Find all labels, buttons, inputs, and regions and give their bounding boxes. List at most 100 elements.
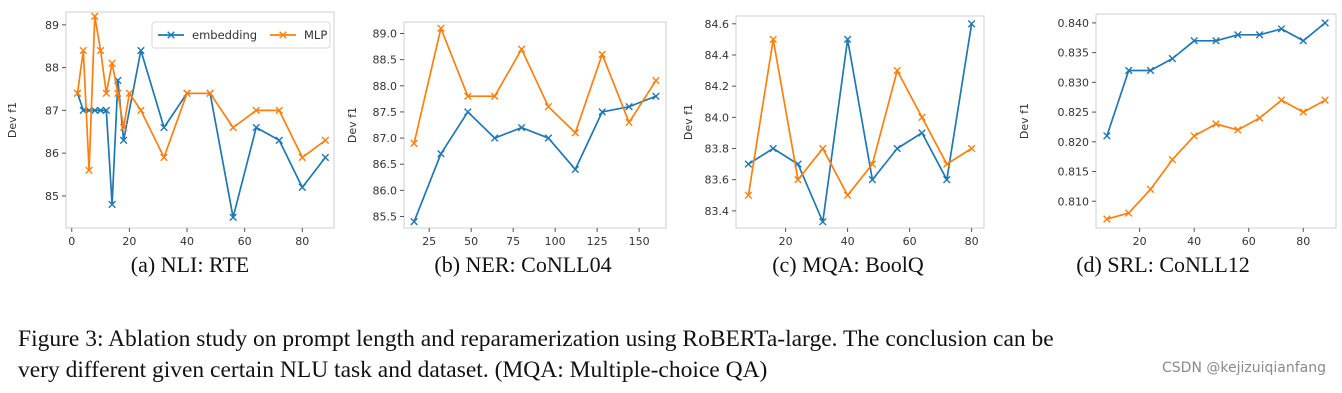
plot-frame — [403, 21, 667, 229]
data-point-embedding — [843, 35, 852, 44]
legend-box — [151, 21, 331, 49]
y-tick-label: 88 — [45, 62, 59, 75]
data-point-mlp — [321, 136, 330, 145]
x-tick-label: 80 — [295, 235, 309, 248]
data-point-embedding — [967, 19, 976, 28]
data-point-mlp — [943, 160, 951, 168]
subfigure-caption-c: (c) MQA: BoolQ — [772, 252, 924, 277]
data-point-mlp — [410, 139, 418, 148]
data-point-embedding — [893, 144, 901, 153]
data-point-mlp — [275, 106, 284, 115]
series-line-mlp — [1106, 99, 1326, 220]
subfigure-caption-a: (a) NLI: RTE — [130, 252, 250, 277]
data-point-mlp — [1255, 114, 1264, 122]
data-point-embedding — [769, 144, 777, 153]
data-point-embedding — [943, 175, 951, 184]
x-tick-label: 25 — [422, 235, 436, 248]
data-point-mlp — [490, 92, 499, 101]
y-tick-label: 86.0 — [373, 184, 398, 197]
y-axis-label: Dev f1 — [1018, 103, 1031, 139]
data-point-mlp — [819, 144, 827, 153]
x-tick-label: 60 — [903, 235, 917, 248]
y-tick-label: 89.0 — [373, 28, 398, 41]
data-point-mlp — [79, 46, 88, 55]
data-point-embedding — [437, 149, 445, 158]
data-point-embedding — [1212, 36, 1220, 45]
data-point-embedding — [1277, 25, 1286, 33]
x-tick-label: 80 — [1296, 235, 1310, 248]
data-point-mlp — [1321, 96, 1329, 104]
y-axis-label: Dev f1 — [682, 104, 695, 140]
series-line-embedding — [413, 95, 657, 223]
data-point-embedding — [96, 106, 105, 115]
y-tick-label: 0.810 — [1058, 195, 1090, 208]
y-tick-label: 0.840 — [1058, 17, 1090, 30]
data-point-embedding — [1146, 66, 1155, 75]
subfigure-caption-b: (b) NER: CoNLL04 — [434, 252, 612, 277]
y-tick-label: 0.815 — [1058, 166, 1090, 179]
data-point-mlp — [229, 123, 237, 132]
data-point-mlp — [744, 191, 753, 200]
data-point-embedding — [91, 106, 99, 115]
plot-frame — [735, 15, 985, 229]
legend-label-embedding: embedding — [192, 28, 257, 42]
y-tick-label: 84.2 — [705, 80, 730, 93]
x-tick-label: 20 — [122, 235, 136, 248]
data-point-mlp — [206, 89, 214, 98]
data-point-embedding — [744, 160, 753, 168]
data-point-mlp — [517, 45, 526, 53]
data-point-mlp — [1234, 126, 1242, 134]
data-point-mlp — [1168, 155, 1177, 164]
x-tick-label: 80 — [965, 235, 979, 248]
data-point-mlp — [114, 89, 122, 98]
data-point-embedding — [298, 183, 307, 192]
x-tick-label: 60 — [1242, 235, 1256, 248]
data-point-embedding — [108, 200, 116, 209]
data-point-mlp — [464, 92, 472, 101]
data-point-mlp — [108, 59, 116, 68]
y-tick-label: 88.5 — [373, 54, 398, 67]
y-tick-label: 83.6 — [705, 174, 730, 187]
x-tick-label: 0 — [68, 235, 75, 248]
y-axis-label: Dev f1 — [346, 107, 359, 143]
data-point-embedding — [868, 175, 877, 184]
data-point-mlp — [1103, 215, 1111, 223]
data-point-mlp — [843, 191, 852, 200]
data-point-embedding — [918, 129, 926, 137]
x-tick-label: 125 — [587, 235, 608, 248]
y-tick-label: 84.4 — [705, 49, 730, 62]
data-point-mlp — [598, 50, 606, 59]
y-tick-label: 85.5 — [373, 210, 398, 223]
data-point-embedding — [571, 165, 580, 174]
data-point-mlp — [1124, 209, 1133, 217]
x-tick-label: 50 — [464, 235, 478, 248]
data-point-embedding — [102, 106, 111, 115]
y-tick-label: 86 — [45, 147, 59, 160]
data-point-mlp — [183, 89, 191, 98]
y-tick-label: 84.6 — [705, 18, 730, 31]
data-point-mlp — [119, 123, 128, 132]
y-tick-label: 0.830 — [1058, 76, 1090, 89]
data-point-mlp — [96, 46, 105, 55]
x-tick-label: 100 — [545, 235, 566, 248]
plot-frame — [65, 11, 335, 229]
data-point-embedding — [544, 134, 553, 142]
y-tick-label: 84.0 — [705, 111, 730, 124]
data-point-embedding — [137, 46, 145, 55]
y-tick-label: 83.4 — [705, 205, 730, 218]
data-point-embedding — [119, 136, 128, 145]
data-point-mlp — [85, 166, 93, 175]
caption-line-2: very different given certain NLU task an… — [18, 357, 768, 383]
data-point-mlp — [625, 118, 633, 127]
y-tick-label: 0.835 — [1058, 47, 1090, 60]
caption-line-1: Figure 3: Ablation study on prompt lengt… — [18, 326, 1054, 352]
data-point-embedding — [517, 123, 526, 132]
y-tick-label: 87.0 — [373, 132, 398, 145]
data-point-embedding — [321, 153, 330, 162]
data-point-mlp — [160, 153, 168, 162]
figure-caption: Figure 3: Ablation study on prompt lengt… — [18, 324, 1324, 386]
data-point-embedding — [1234, 31, 1242, 39]
